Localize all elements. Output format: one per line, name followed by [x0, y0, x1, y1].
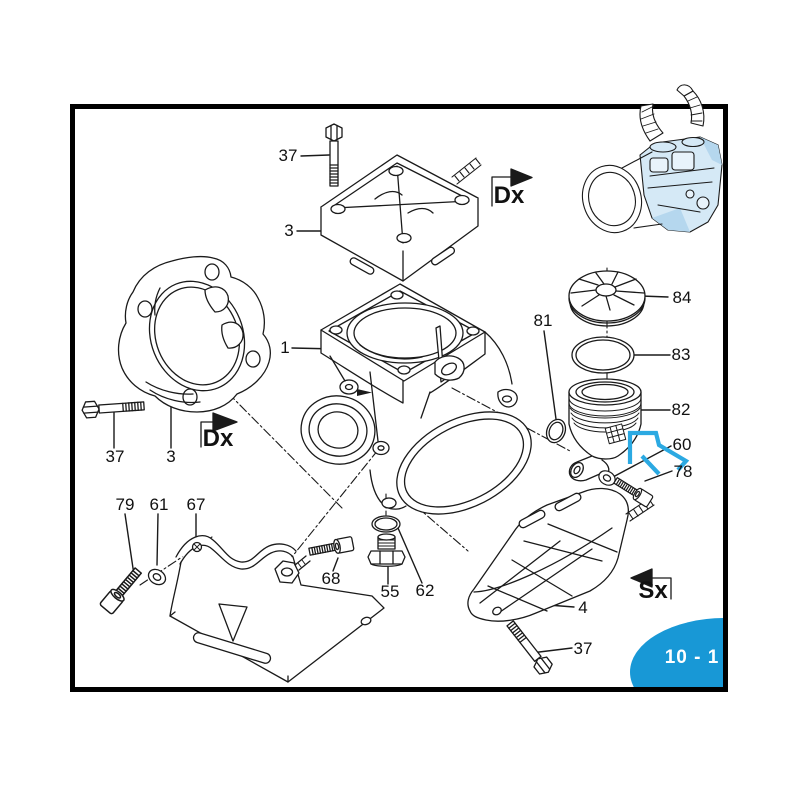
part-label-79: 79	[115, 495, 135, 514]
part-label-37-left: 37	[105, 447, 125, 466]
diagram-frame: 10 - 1	[70, 104, 728, 692]
part-label-67: 67	[186, 495, 206, 514]
part-label-84: 84	[672, 288, 692, 307]
part-label-78: 78	[673, 462, 693, 481]
part-label-61: 61	[149, 495, 169, 514]
part-label-82: 82	[671, 400, 691, 419]
part-label-4: 4	[578, 598, 588, 617]
part-label-62: 62	[415, 581, 435, 600]
part-label-3-left: 3	[166, 447, 176, 466]
direction-label-dx-mid: Dx	[202, 425, 234, 452]
part-label-37-bottom: 37	[573, 639, 593, 658]
part-label-37-top: 37	[278, 146, 298, 165]
part-label-1: 1	[280, 338, 290, 357]
part-label-55: 55	[380, 582, 400, 601]
part-label-83: 83	[671, 345, 691, 364]
part-label-60: 60	[672, 435, 692, 454]
part-label-68: 68	[321, 569, 341, 588]
part-label-3-top: 3	[284, 221, 294, 240]
direction-label-sx: Sx	[638, 577, 668, 604]
direction-label-dx-top: Dx	[493, 182, 525, 209]
part-label-81: 81	[533, 311, 553, 330]
page-badge-label: 10 - 1	[664, 647, 720, 668]
